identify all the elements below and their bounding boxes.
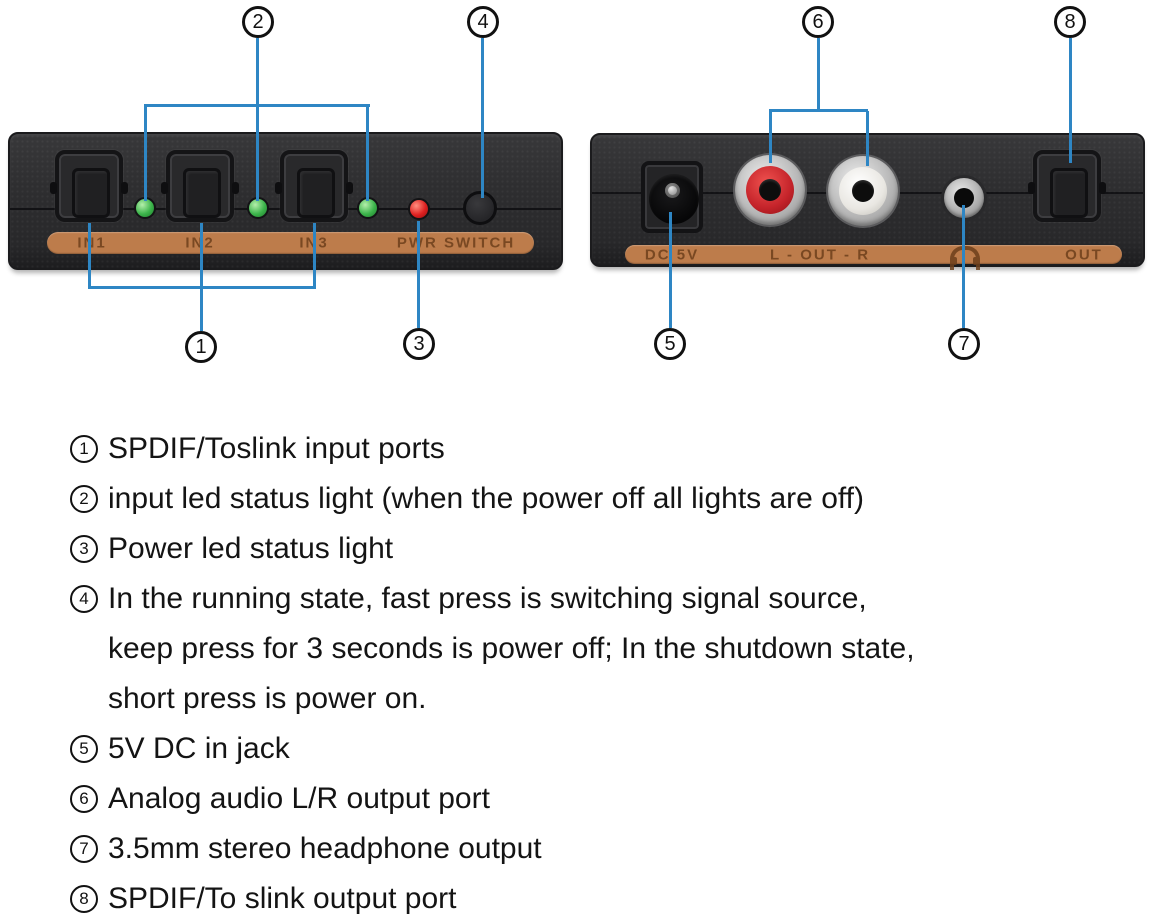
in3-label: IN3	[299, 235, 328, 252]
legend-item-2: 2 input led status light (when the power…	[70, 474, 1140, 524]
callout-connector-2	[366, 106, 369, 201]
callout-8-badge: 8	[1054, 6, 1086, 38]
toslink-hinge	[275, 182, 282, 194]
toslink-shutter	[1050, 168, 1088, 218]
toslink-output-port	[1028, 150, 1106, 222]
front-label-strip: IN1 IN2 IN3 PWR SWITCH	[47, 232, 534, 254]
dc5v-label: DC 5V	[644, 246, 700, 263]
dc-jack-hole	[649, 174, 699, 224]
callout-connector-2	[256, 106, 259, 201]
callout-connector-8	[1069, 38, 1072, 163]
callout-1-number: 1	[195, 336, 207, 358]
callout-2-number: 2	[252, 11, 264, 33]
callout-7-badge: 7	[948, 328, 980, 360]
callout-connector-1	[200, 288, 203, 331]
legend-1-text: SPDIF/Toslink input ports	[108, 432, 445, 465]
toslink-shutter	[72, 168, 110, 218]
legend-item-5: 5 5V DC in jack	[70, 724, 1140, 774]
legend-8-badge: 8	[70, 885, 98, 913]
l-out-r-label: L - OUT - R	[769, 246, 871, 263]
legend-2-badge: 2	[70, 485, 98, 513]
callout-2-badge: 2	[242, 6, 274, 38]
toslink-hinge	[161, 182, 168, 194]
callout-8-number: 8	[1064, 11, 1076, 33]
callout-4-number: 4	[477, 11, 489, 33]
callout-5-number: 5	[664, 333, 676, 355]
callout-connector-2	[144, 106, 147, 201]
legend-6-badge: 6	[70, 785, 98, 813]
power-switch-button	[463, 191, 497, 225]
legend-4-text: In the running state, fast press is swit…	[108, 582, 915, 715]
callout-connector-7	[962, 205, 965, 328]
callout-connector-1	[88, 223, 91, 287]
callout-1-badge: 1	[185, 331, 217, 363]
callout-6-badge: 6	[802, 6, 834, 38]
callout-connector-6	[769, 111, 772, 163]
legend-item-6: 6 Analog audio L/R output port	[70, 774, 1140, 824]
rca-right-output-jack	[828, 156, 898, 226]
power-status-led	[408, 198, 430, 220]
pwr-switch-label: PWR SWITCH	[396, 234, 516, 252]
legend-3-text: Power led status light	[108, 532, 394, 565]
legend-6-text: Analog audio L/R output port	[108, 782, 490, 815]
toslink-shutter	[297, 168, 335, 218]
callout-connector-1	[313, 223, 316, 287]
callout-3-number: 3	[413, 333, 425, 355]
minijack-hole	[954, 188, 974, 208]
legend-3-badge: 3	[70, 535, 98, 563]
legend-2-text: input led status light (when the power o…	[108, 482, 864, 515]
toslink-hinge	[1099, 182, 1106, 194]
callout-6-number: 6	[812, 11, 824, 33]
legend-item-1: 1 SPDIF/Toslink input ports	[70, 424, 1140, 474]
legend-5-badge: 5	[70, 735, 98, 763]
callout-7-number: 7	[958, 333, 970, 355]
callout-connector-2	[144, 104, 370, 107]
callout-3-badge: 3	[403, 328, 435, 360]
legend-1-badge: 1	[70, 435, 98, 463]
toslink-shutter	[183, 168, 221, 218]
toslink-input-2-port	[161, 150, 239, 222]
toslink-hinge	[232, 182, 239, 194]
toslink-input-3-port	[275, 150, 353, 222]
dc-jack-pin	[665, 183, 680, 198]
legend-4-badge: 4	[70, 585, 98, 613]
toslink-hinge	[1028, 182, 1035, 194]
callout-connector-2	[256, 38, 259, 105]
toslink-hinge	[121, 182, 128, 194]
legend-item-8: 8 SPDIF/To slink output port	[70, 874, 1140, 924]
legend-7-text: 3.5mm stereo headphone output	[108, 832, 542, 865]
back-label-strip: DC 5V L - OUT - R OUT	[625, 245, 1122, 270]
legend-item-3: 3 Power led status light	[70, 524, 1140, 574]
legend-5-text: 5V DC in jack	[108, 732, 290, 765]
callout-connector-5	[669, 212, 672, 328]
legend-8-text: SPDIF/To slink output port	[108, 882, 457, 915]
toslink-hinge	[50, 182, 57, 194]
callout-connector-6	[817, 38, 820, 110]
in2-label: IN2	[185, 235, 214, 252]
headphone-icon	[950, 246, 980, 270]
legend-item-4: 4 In the running state, fast press is sw…	[70, 574, 1140, 724]
rca-left-output-jack	[735, 155, 805, 225]
callout-4-badge: 4	[467, 6, 499, 38]
callout-connector-6	[866, 111, 869, 166]
toslink-input-1-port	[50, 150, 128, 222]
legend-7-badge: 7	[70, 835, 98, 863]
dc-power-jack	[641, 161, 703, 233]
rca-hole	[852, 180, 874, 202]
legend-item-7: 7 3.5mm stereo headphone output	[70, 824, 1140, 874]
legend: 1 SPDIF/Toslink input ports 2 input led …	[70, 424, 1140, 924]
callout-connector-4	[481, 38, 484, 198]
toslink-hinge	[346, 182, 353, 194]
callout-connector-1	[88, 286, 316, 289]
callout-connector-3	[417, 221, 420, 328]
callout-5-badge: 5	[654, 328, 686, 360]
in1-label: IN1	[77, 234, 107, 252]
rca-hole	[759, 179, 781, 201]
callout-connector-6	[769, 109, 868, 112]
out-label: OUT	[1065, 246, 1103, 263]
callout-connector-1	[200, 223, 203, 287]
